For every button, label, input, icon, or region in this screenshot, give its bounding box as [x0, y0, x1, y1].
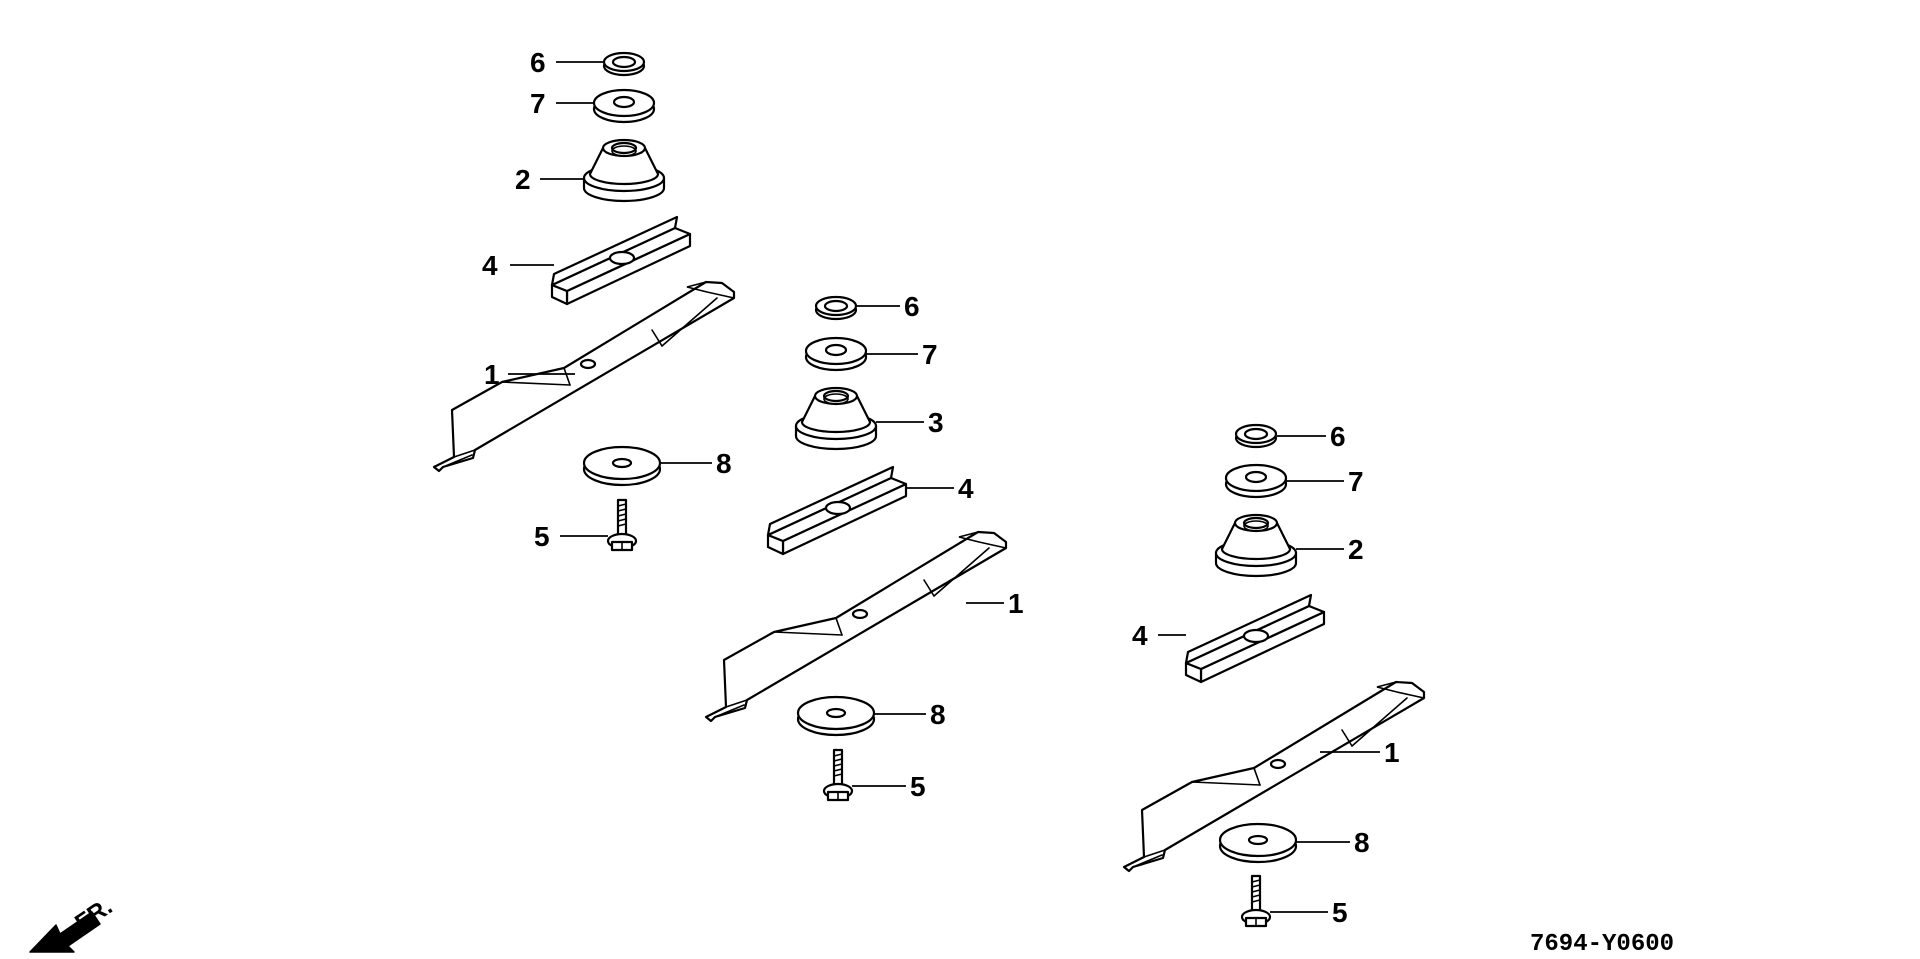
callout-7: 7 — [530, 88, 546, 119]
callout-1: 1 — [484, 359, 500, 390]
assembly-right: 6 7 2 4 1 8 5 — [1122, 421, 1426, 928]
large-washer-part — [1218, 822, 1298, 864]
blade-holder-part — [794, 386, 878, 451]
callout-3: 3 — [928, 407, 944, 438]
nut-part — [814, 295, 858, 321]
callout-5: 5 — [534, 521, 550, 552]
callout-4: 4 — [1132, 620, 1148, 651]
drawing-code: 7694-Y0600 — [1530, 931, 1674, 958]
callout-6: 6 — [530, 47, 546, 78]
callout-7: 7 — [1348, 466, 1364, 497]
blade-part — [432, 280, 736, 473]
callout-5: 5 — [910, 771, 926, 802]
washer-part — [804, 336, 868, 372]
bolt-part — [606, 498, 638, 552]
assembly-left: 6 7 2 4 1 8 5 — [432, 47, 736, 552]
blade-holder-part — [582, 138, 666, 203]
blade-holder-part — [1214, 513, 1298, 578]
plate-part — [550, 215, 692, 306]
washer-part — [1224, 463, 1288, 499]
callout-8: 8 — [1354, 827, 1370, 858]
washer-part — [592, 88, 656, 124]
blade-part — [704, 530, 1008, 723]
callout-1: 1 — [1384, 737, 1400, 768]
front-direction-indicator: FR. — [29, 893, 117, 953]
front-arrow-icon — [29, 911, 101, 953]
callout-6: 6 — [904, 291, 920, 322]
large-washer-part — [582, 445, 662, 487]
nut-part — [1234, 423, 1278, 449]
callout-8: 8 — [930, 699, 946, 730]
callout-5: 5 — [1332, 897, 1348, 928]
callout-1: 1 — [1008, 588, 1024, 619]
plate-part — [1184, 593, 1326, 684]
callout-4: 4 — [482, 250, 498, 281]
large-washer-part — [796, 695, 876, 737]
bolt-part — [822, 748, 854, 802]
nut-part — [602, 51, 646, 77]
callout-4: 4 — [958, 473, 974, 504]
callout-6: 6 — [1330, 421, 1346, 452]
callout-2: 2 — [1348, 534, 1364, 565]
callout-2: 2 — [515, 164, 531, 195]
callout-7: 7 — [922, 339, 938, 370]
bolt-part — [1240, 874, 1272, 928]
callout-8: 8 — [716, 448, 732, 479]
plate-part — [766, 465, 908, 556]
assembly-middle: 6 7 3 4 1 8 5 — [704, 291, 1024, 802]
